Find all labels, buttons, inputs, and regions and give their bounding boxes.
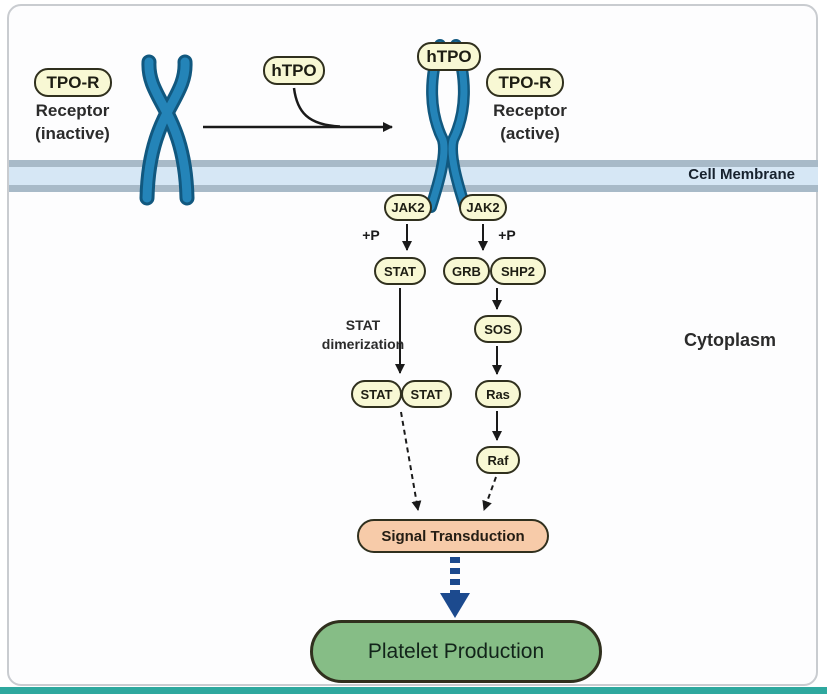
stat-dimerization-label: STAT dimerization: [313, 316, 413, 354]
bottom-accent-strip: [0, 687, 827, 694]
raf-pill: Raf: [476, 446, 520, 474]
cell-membrane-label: Cell Membrane: [688, 166, 795, 183]
tpo-r-active-pill: TPO-R: [486, 68, 564, 97]
phospho-right-label: +P: [498, 227, 516, 243]
stat-dimer-left-pill: STAT: [351, 380, 402, 408]
htpo-free-pill: hTPO: [263, 56, 325, 85]
receptor-inactive-label-line2: (inactive): [35, 124, 110, 143]
sos-pill: SOS: [474, 315, 522, 343]
htpo-bound-pill: hTPO: [417, 42, 481, 71]
cytoplasm-label: Cytoplasm: [683, 330, 777, 350]
stat-dimerization-label-line2: dimerization: [321, 336, 405, 352]
stat-dimerization-label-line1: STAT: [345, 317, 381, 333]
jak2-right-pill: JAK2: [459, 194, 507, 221]
grb-pill: GRB: [443, 257, 490, 285]
tpo-r-inactive-pill: TPO-R: [34, 68, 112, 97]
receptor-active-label-line2: (active): [500, 124, 560, 143]
receptor-active-label-line1: Receptor: [493, 101, 567, 120]
receptor-inactive-label-line1: Receptor: [35, 101, 110, 120]
ras-pill: Ras: [475, 380, 521, 408]
stat-pill: STAT: [374, 257, 426, 285]
platelet-production-box: Platelet Production: [310, 620, 602, 683]
signal-transduction-box: Signal Transduction: [357, 519, 549, 553]
phospho-left-label: +P: [362, 227, 380, 243]
jak2-left-pill: JAK2: [384, 194, 432, 221]
shp2-pill: SHP2: [490, 257, 546, 285]
stat-dimer-right-pill: STAT: [401, 380, 452, 408]
